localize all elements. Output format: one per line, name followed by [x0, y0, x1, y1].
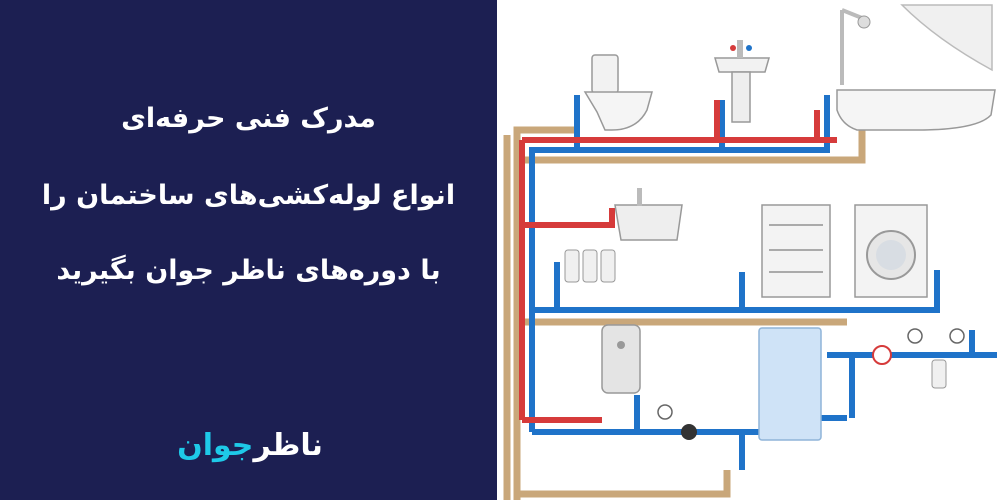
water-filter-icon: [564, 249, 616, 283]
washbasin-icon: [714, 40, 770, 123]
bathtub-shower-icon: [836, 4, 996, 131]
brand-part-1: ناظر: [253, 428, 323, 463]
drain-pipes: [503, 120, 866, 500]
headline-line-1: مدرک فنی حرفه‌ای: [121, 103, 376, 134]
water-meter-icon: [872, 345, 947, 389]
brand-part-2: جوان: [177, 428, 254, 463]
hot-pipes: [519, 100, 837, 423]
headline-line-3: با دوره‌های ناظر جوان بگیرید: [56, 255, 441, 286]
boiler-icon: [758, 327, 822, 441]
headline-line-2: انواع لوله‌کشی‌های ساختمان را: [41, 180, 456, 211]
kitchen-sink-icon: [614, 188, 683, 241]
circulation-pump-icon: [681, 424, 697, 440]
plumbing-diagram: [503, 4, 997, 500]
plumbing-illustration: [497, 0, 1000, 500]
dishwasher-icon: [761, 204, 831, 298]
toilet-icon: [583, 54, 653, 131]
pressure-gauge-icon: [657, 328, 965, 420]
brand-logo: ناظرجوان: [150, 428, 350, 463]
water-heater-icon: [601, 324, 641, 394]
washing-machine-icon: [854, 204, 928, 298]
text-panel: مدرک فنی حرفه‌ای انواع لوله‌کشی‌های ساخت…: [0, 0, 497, 500]
